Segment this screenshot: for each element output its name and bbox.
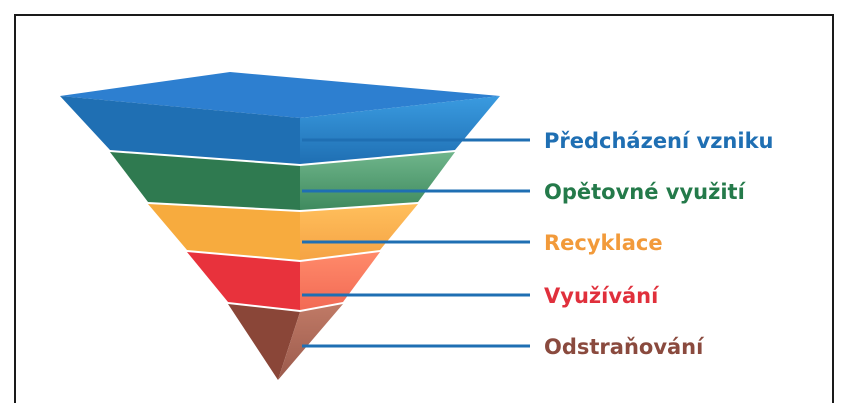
level-1-left-face — [60, 96, 300, 164]
frame-border-right — [832, 14, 834, 403]
level-3-left-face — [148, 204, 300, 260]
funnel-level-5 — [228, 304, 343, 380]
level-1-right-face — [300, 96, 500, 164]
level-label-1: Předcházení vzniku — [544, 129, 774, 153]
level-1-top-face — [60, 72, 500, 118]
funnel-level-4 — [187, 252, 380, 310]
level-3-right-face — [300, 204, 418, 260]
level-label-4: Využívání — [544, 284, 660, 308]
level-4-left-face — [187, 252, 300, 310]
funnel-level-1 — [60, 72, 500, 164]
level-2-left-face — [110, 152, 300, 210]
level-5-right-face — [278, 304, 343, 380]
level-2-right-face — [300, 152, 455, 210]
frame-border-top — [14, 14, 832, 16]
frame-border-left — [14, 14, 16, 403]
level-label-3: Recyklace — [544, 231, 663, 255]
funnel-level-3 — [148, 204, 418, 260]
funnel-level-2 — [110, 152, 455, 210]
connector-lines — [302, 138, 530, 348]
level-label-2: Opětovné využití — [544, 180, 747, 204]
level-4-right-face — [300, 252, 380, 310]
level-label-5: Odstraňování — [544, 335, 705, 359]
level-5-left-face — [228, 304, 300, 380]
